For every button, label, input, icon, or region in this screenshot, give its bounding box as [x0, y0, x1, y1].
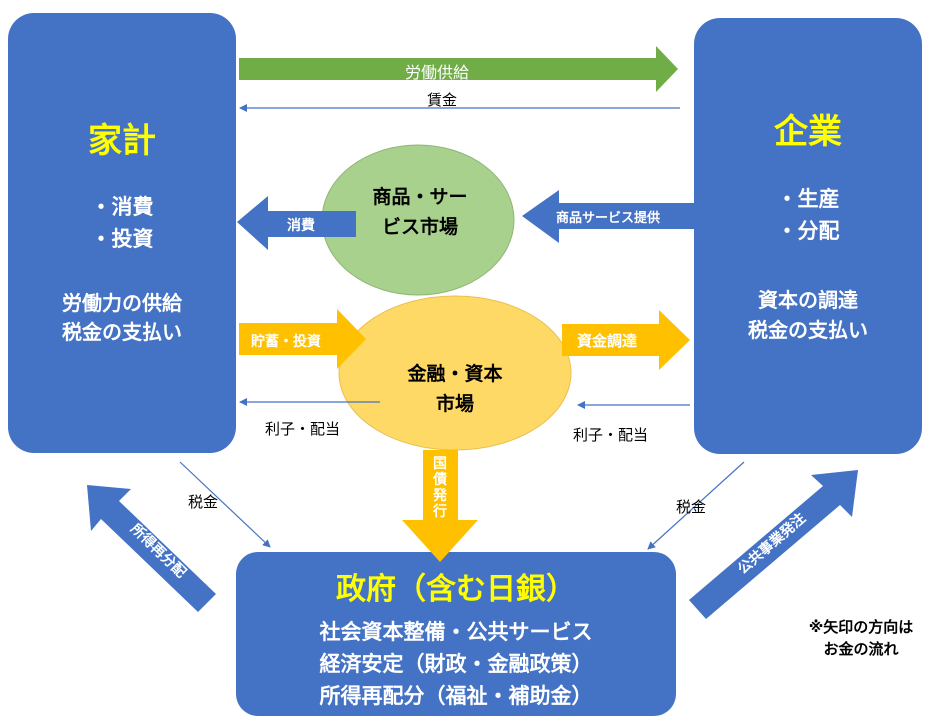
labor-supply-arrow [239, 46, 678, 92]
firm-tax-payment: 税金の支払い [748, 318, 868, 342]
goods-market-label-line2: ビス市場 [381, 216, 458, 238]
note-line2: お金の流れ [823, 640, 899, 658]
savings-arrow [239, 309, 366, 369]
government-title: 政府（含む日銀） [336, 572, 576, 607]
firm-title: 企業 [774, 112, 842, 152]
finance-market-label-line2: 市場 [435, 393, 474, 415]
government-role-stabilization: 経済安定（財政・金融政策） [319, 652, 593, 676]
tax-right-label: 税金 [676, 498, 707, 516]
interest-right-label: 利子・配当 [573, 426, 649, 444]
household-item-invest: ・投資 [90, 227, 154, 251]
household-labor-supply: 労働力の供給 [62, 291, 182, 315]
government-role-infrastructure: 社会資本整備・公共サービス [319, 620, 593, 644]
consumption-arrow [237, 196, 356, 250]
tax-left-arrow [179, 461, 271, 548]
household-box: 家計 ・消費 ・投資 労働力の供給 税金の支払い [8, 13, 236, 453]
public-works-arrow [689, 470, 858, 619]
public-works-label: 公共事業発注 [734, 510, 809, 578]
redistribution-arrow [87, 485, 216, 612]
goods-supply-label: 商品サービス提供 [556, 211, 661, 226]
household-tax-payment: 税金の支払い [62, 320, 182, 344]
goods-supply-arrow [522, 190, 706, 243]
firm-item-distribute: ・分配 [776, 219, 840, 243]
government-role-redistribution: 所得再配分（福祉・補助金） [319, 684, 593, 708]
tax-right-arrow [647, 461, 745, 550]
firm-box: 企業 ・生産 ・分配 資本の調達 税金の支払い [694, 18, 922, 454]
finance-market-label-line1: 金融・資本 [407, 363, 503, 385]
household-title: 家計 [88, 121, 156, 161]
tax-left-label: 税金 [188, 493, 219, 511]
goods-market-label-line1: 商品・サー [372, 186, 468, 208]
wages-label: 賃金 [427, 91, 458, 109]
firm-capital-raising: 資本の調達 [758, 288, 858, 312]
bonds-arrow [402, 450, 478, 562]
capital-raising-label: 資金調達 [577, 332, 638, 350]
interest-left-label: 利子・配当 [265, 420, 341, 438]
household-item-consume: ・消費 [90, 195, 154, 219]
firm-item-produce: ・生産 [776, 187, 840, 211]
labor-supply-label: 労働供給 [405, 63, 470, 82]
bonds-label: 国債発行 [433, 456, 447, 520]
note-line1: ※矢印の方向は [808, 618, 914, 636]
government-box: 政府（含む日銀） 社会資本整備・公共サービス 経済安定（財政・金融政策） 所得再… [236, 552, 676, 716]
capital-raising-arrow [562, 310, 690, 370]
savings-label: 貯蓄・投資 [251, 334, 321, 350]
consumption-label: 消費 [287, 218, 315, 234]
